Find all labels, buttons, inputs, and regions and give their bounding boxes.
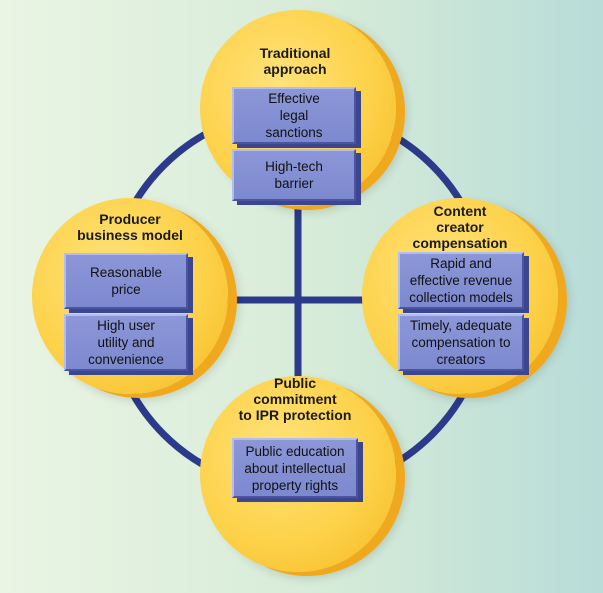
box-high-tech-barrier: High-tech barrier xyxy=(232,149,356,201)
box-rapid-revenue-collection: Rapid and effective revenue collection m… xyxy=(398,252,524,309)
box-high-user-utility: High user utility and convenience xyxy=(64,314,188,371)
title-producer-business-model: Producer business model xyxy=(77,211,183,243)
box-reasonable-price: Reasonable price xyxy=(64,253,188,309)
title-content-creator-compensation: Content creator compensation xyxy=(412,203,508,251)
title-public-commitment: Public commitment to IPR protection xyxy=(238,375,352,423)
box-public-education: Public education about intellectual prop… xyxy=(232,438,358,498)
box-effective-legal-sanctions: Effective legal sanctions xyxy=(232,87,356,144)
title-traditional-approach: Traditional approach xyxy=(259,45,331,77)
box-timely-compensation: Timely, adequate compensation to creator… xyxy=(398,314,524,371)
